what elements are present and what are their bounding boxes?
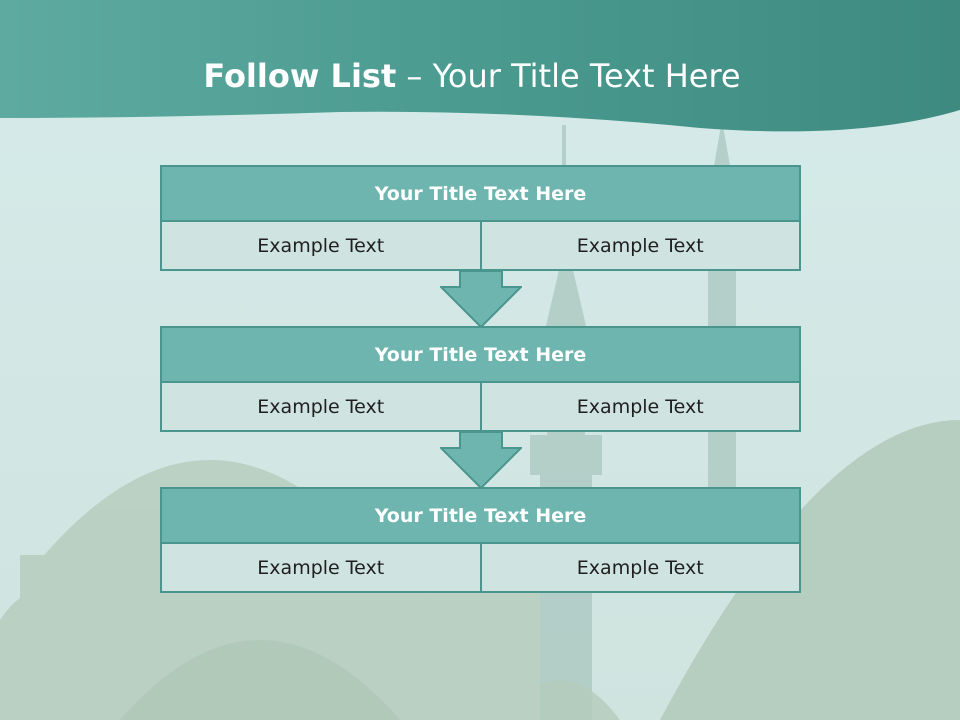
step-right-cell: Example Text xyxy=(481,222,801,271)
step-row: Example Text Example Text xyxy=(160,544,801,593)
step-row: Example Text Example Text xyxy=(160,222,801,271)
step-left-cell: Example Text xyxy=(160,544,482,593)
step-title: Your Title Text Here xyxy=(160,165,801,222)
step-row: Example Text Example Text xyxy=(160,383,801,432)
down-arrow-icon xyxy=(440,270,522,328)
slide-title: Follow List – Your Title Text Here xyxy=(0,52,944,100)
step-left-cell: Example Text xyxy=(160,222,482,271)
step-right-cell: Example Text xyxy=(481,544,801,593)
step-title: Your Title Text Here xyxy=(160,326,801,383)
down-arrow-icon xyxy=(440,431,522,489)
step-block-1: Your Title Text Here Example Text Exampl… xyxy=(160,165,801,271)
step-left-cell: Example Text xyxy=(160,383,482,432)
slide-title-bold: Follow List xyxy=(203,57,397,95)
step-right-cell: Example Text xyxy=(481,383,801,432)
step-title: Your Title Text Here xyxy=(160,487,801,544)
step-block-2: Your Title Text Here Example Text Exampl… xyxy=(160,326,801,432)
slide-title-rest: – Your Title Text Here xyxy=(396,57,741,95)
step-block-3: Your Title Text Here Example Text Exampl… xyxy=(160,487,801,593)
